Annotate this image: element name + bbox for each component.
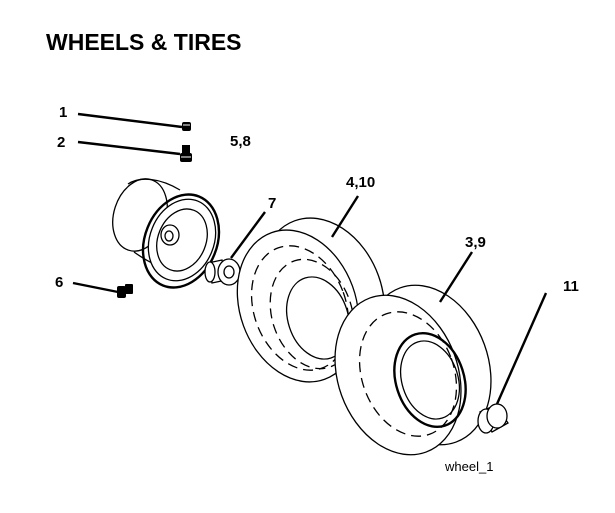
page-title: WHEELS & TIRES	[46, 29, 242, 55]
callout-7: 7	[268, 195, 276, 212]
part-3-9-tire	[334, 251, 492, 456]
callout-6: 6	[55, 274, 63, 291]
callout-1: 1	[59, 104, 67, 121]
callout-5-8: 5,8	[230, 133, 251, 150]
part-5-8-rim	[112, 178, 221, 289]
part-11-cap	[477, 292, 548, 434]
part-1-nut	[77, 112, 191, 131]
part-2-valve-stem	[77, 140, 192, 162]
figure-caption: wheel_1	[444, 459, 493, 474]
callout-4-10: 4,10	[346, 174, 375, 191]
callout-2: 2	[57, 134, 65, 151]
part-6-bolt	[72, 281, 133, 298]
callout-3-9: 3,9	[465, 234, 486, 251]
callout-11: 11	[563, 278, 579, 295]
part-7-spacer	[204, 211, 266, 286]
